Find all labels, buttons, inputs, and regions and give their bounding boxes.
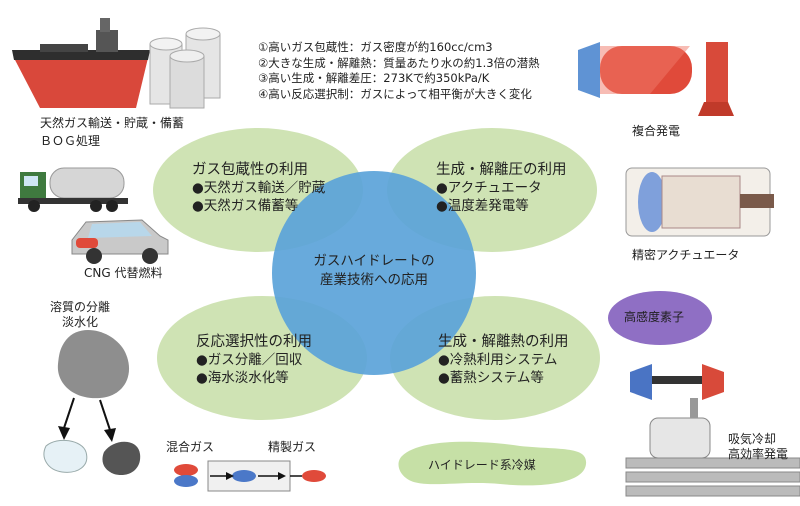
center-line-1: ガスハイドレートの <box>313 253 435 269</box>
property-item: ①高いガス包蔵性：ガス密度が約160cc/cm3 <box>258 40 493 54</box>
cng-label: CNG 代替燃料 <box>84 266 163 280</box>
quadrant-item: ●天然ガス輸送／貯蔵 <box>192 180 326 196</box>
refrigerant-blob <box>398 441 587 486</box>
quadrant-top-right: 生成・解離圧の利用 ●アクチュエータ ●温度差発電等 <box>436 158 567 215</box>
actuator-label: 精密アクチュエータ <box>632 248 740 262</box>
property-item: ②大きな生成・解離熱：質量あたり水の約1.3倍の潜熱 <box>258 55 540 70</box>
center-circle <box>272 171 476 375</box>
sensor-label: 高感度素子 <box>624 310 685 324</box>
quadrant-item: ●海水淡水化等 <box>196 370 289 386</box>
cng-car-icon <box>71 219 169 264</box>
quadrant-item: ●ガス分離／回収 <box>196 352 303 368</box>
mixed-gas-label: 混合ガス <box>166 440 215 454</box>
quadrant-bottom-left: 反応選択性の利用 ●ガス分離／回収 ●海水淡水化等 <box>196 330 312 387</box>
quadrant-title: 反応選択性の利用 <box>196 334 312 350</box>
tank-truck-icon <box>18 167 128 212</box>
absorption-turbine-icon <box>625 364 800 497</box>
quadrant-top-left: ガス包蔵性の利用 ●天然ガス輸送／貯蔵 ●天然ガス備蓄等 <box>192 158 325 215</box>
lng-ship-icon <box>12 18 150 108</box>
quadrant-title: 生成・解離熱の利用 <box>438 334 569 350</box>
combined-power-icon <box>578 42 734 116</box>
sensor-ellipse <box>608 291 712 345</box>
purified-gas-label: 精製ガス <box>268 440 317 454</box>
ship-label-line-2: ＢＯＧ処理 <box>40 134 101 148</box>
quadrant-item: ●天然ガス備蓄等 <box>192 198 299 214</box>
center-line-2: 産業技術への応用 <box>320 272 428 288</box>
ship-label: 天然ガス輸送・貯蔵・備蓄 ＢＯＧ処理 <box>40 116 184 149</box>
quadrant-item: ●アクチュエータ <box>436 180 542 196</box>
center-label: ガスハイドレートの 産業技術への応用 <box>294 252 454 290</box>
property-item: ④高い反応選択制：ガスによって相平衡が大きく変化 <box>258 86 532 101</box>
property-item: ③高い生成・解離差圧：273Kで約350kPa/K <box>258 71 490 85</box>
quadrant-title: 生成・解離圧の利用 <box>436 162 567 178</box>
fresh-water-blob <box>43 439 88 473</box>
quadrant-bottom-right: 生成・解離熱の利用 ●冷熱利用システム ●蓄熱システム等 <box>438 330 569 387</box>
solute-blob <box>57 329 130 399</box>
storage-tanks-icon <box>149 27 221 109</box>
quadrant-item: ●温度差発電等 <box>436 198 529 214</box>
absorption-label-line-1: 吸気冷却 <box>728 432 777 446</box>
quadrant-item: ●冷熱利用システム <box>438 352 558 368</box>
arrow-down-left <box>58 397 75 440</box>
solute-label-line-2: 淡水化 <box>62 315 99 329</box>
gas-separation-icon <box>174 460 326 492</box>
solute-label-line-1: 溶質の分離 <box>50 300 111 314</box>
absorption-label-line-2: 高効率発電 <box>728 447 789 461</box>
refrigerant-label: ハイドレード系冷媒 <box>428 458 536 472</box>
combined-power-label: 複合発電 <box>632 124 681 138</box>
quadrant-item: ●蓄熱システム等 <box>438 370 544 386</box>
solute-label: 溶質の分離 淡水化 <box>50 300 110 330</box>
precision-actuator-icon <box>625 167 774 237</box>
properties-list: ①高いガス包蔵性：ガス密度が約160cc/cm3 ②大きな生成・解離熱：質量あた… <box>258 40 540 102</box>
arrow-down-right <box>99 399 116 442</box>
solute-concentrate-blob <box>102 441 141 476</box>
quadrant-title: ガス包蔵性の利用 <box>192 162 308 178</box>
ship-label-line-1: 天然ガス輸送・貯蔵・備蓄 <box>40 116 185 130</box>
absorption-label: 吸気冷却 高効率発電 <box>728 432 788 462</box>
